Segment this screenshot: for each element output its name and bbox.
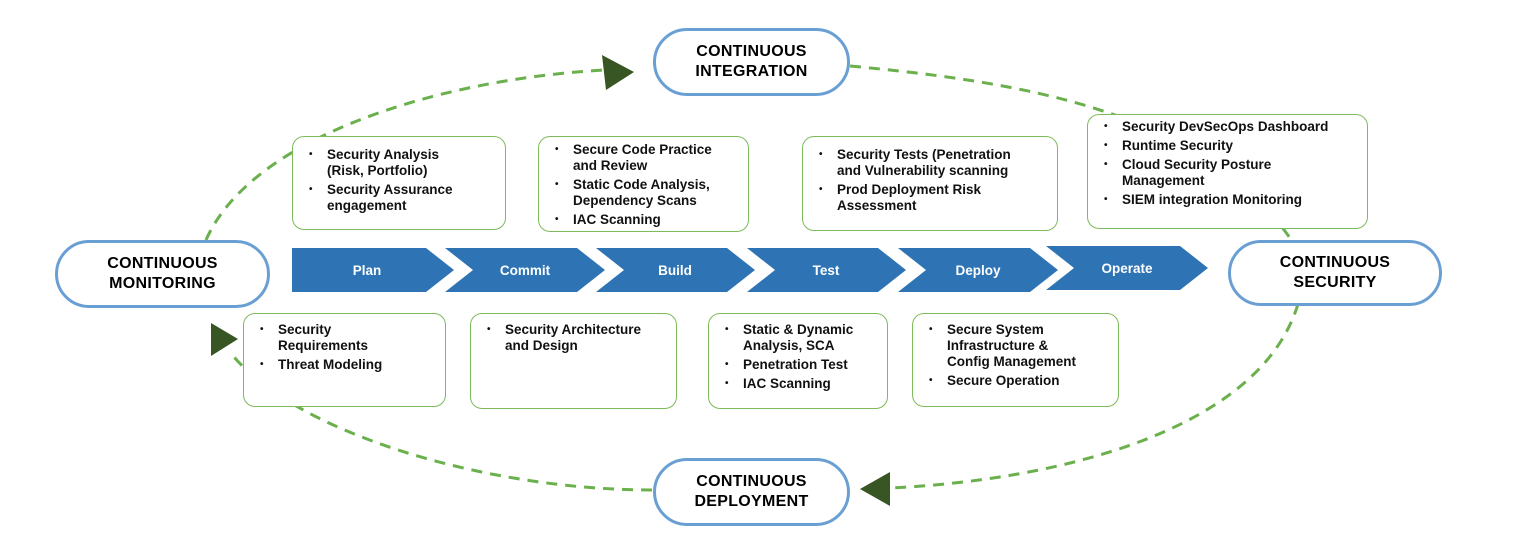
arrowhead-from-security bbox=[860, 472, 890, 506]
activity-item: •Security Architecture and Design bbox=[487, 322, 642, 353]
activity-item: •Secure Operation bbox=[929, 373, 1060, 388]
loop-segment-deployment-to-monitoring bbox=[228, 351, 653, 492]
cycle-arrowheads bbox=[211, 55, 890, 506]
activity-item: •SIEM integration Monitoring bbox=[1104, 192, 1302, 207]
loop-segment-monitoring-to-integration bbox=[204, 68, 605, 241]
chevron-build bbox=[596, 248, 755, 292]
stage-build: Build bbox=[596, 248, 754, 292]
phase-continuous-monitoring: CONTINUOUS MONITORING bbox=[55, 240, 270, 308]
stage-deploy-label: Deploy bbox=[955, 262, 1001, 278]
stage-plan-label: Plan bbox=[352, 262, 382, 278]
activity-item: •Static & Dynamic Analysis, SCA bbox=[725, 322, 854, 353]
stage-operate-label: Operate bbox=[1101, 260, 1153, 276]
stage-plan: Plan bbox=[292, 248, 442, 292]
chevron-operate bbox=[1046, 246, 1208, 290]
activity-box-test-top: •Security Tests (Penetration and Vulnera… bbox=[802, 136, 1058, 231]
stage-operate: Operate bbox=[1046, 246, 1208, 290]
chevron-plan bbox=[292, 248, 454, 292]
activity-box-commit-bottom: •Security Architecture and Design bbox=[470, 313, 677, 409]
activity-item: •Prod Deployment Risk Assessment bbox=[819, 182, 982, 213]
arrowhead-to-integration bbox=[602, 55, 634, 90]
stage-test-label: Test bbox=[812, 262, 840, 278]
chevron-test bbox=[747, 248, 906, 292]
activity-item: •Threat Modeling bbox=[260, 357, 383, 372]
stage-build-label: Build bbox=[658, 262, 692, 278]
activity-box-plan-top: •Security Analysis (Risk, Portfolio) •Se… bbox=[292, 136, 506, 230]
activity-item: •IAC Scanning bbox=[725, 376, 831, 391]
phase-continuous-integration: CONTINUOUS INTEGRATION bbox=[653, 28, 850, 96]
activity-item: •IAC Scanning bbox=[555, 212, 661, 227]
activity-item: •Penetration Test bbox=[725, 357, 848, 372]
activity-item: •Static Code Analysis, Dependency Scans bbox=[555, 177, 710, 208]
activity-box-deploy-bottom: •Secure System Infrastructure & Config M… bbox=[912, 313, 1119, 407]
stage-deploy: Deploy bbox=[898, 248, 1058, 292]
chevron-deploy bbox=[898, 248, 1058, 292]
activity-item: •Cloud Security Posture Management bbox=[1104, 157, 1272, 188]
activity-item: •Secure Code Practice and Review bbox=[555, 142, 712, 173]
activity-box-plan-bottom: •Security Requirements •Threat Modeling bbox=[243, 313, 446, 407]
phase-continuous-security: CONTINUOUS SECURITY bbox=[1228, 240, 1442, 306]
chevron-commit bbox=[445, 248, 605, 292]
activity-item: •Security DevSecOps Dashboard bbox=[1104, 119, 1329, 134]
activity-box-build-top: •Secure Code Practice and Review •Static… bbox=[538, 136, 749, 232]
activity-item: •Security Analysis (Risk, Portfolio) bbox=[309, 147, 440, 178]
pipeline-chevrons bbox=[292, 246, 1208, 292]
activity-item: •Security Requirements bbox=[260, 322, 369, 353]
phase-continuous-deployment: CONTINUOUS DEPLOYMENT bbox=[653, 458, 850, 526]
stage-test: Test bbox=[747, 248, 905, 292]
activity-item: •Secure System Infrastructure & Config M… bbox=[929, 322, 1077, 369]
activity-item: •Security Tests (Penetration and Vulnera… bbox=[819, 147, 1011, 178]
arrowhead-to-monitoring bbox=[211, 323, 238, 356]
activity-item: •Runtime Security bbox=[1104, 138, 1234, 153]
activity-box-operate-top: •Security DevSecOps Dashboard •Runtime S… bbox=[1087, 114, 1368, 229]
activity-item: •Security Assurance engagement bbox=[309, 182, 453, 213]
activity-box-test-bottom: •Static & Dynamic Analysis, SCA •Penetra… bbox=[708, 313, 888, 409]
stage-commit-label: Commit bbox=[499, 262, 551, 278]
loop-segment-security-to-deployment bbox=[889, 303, 1300, 490]
stage-commit: Commit bbox=[445, 248, 605, 292]
